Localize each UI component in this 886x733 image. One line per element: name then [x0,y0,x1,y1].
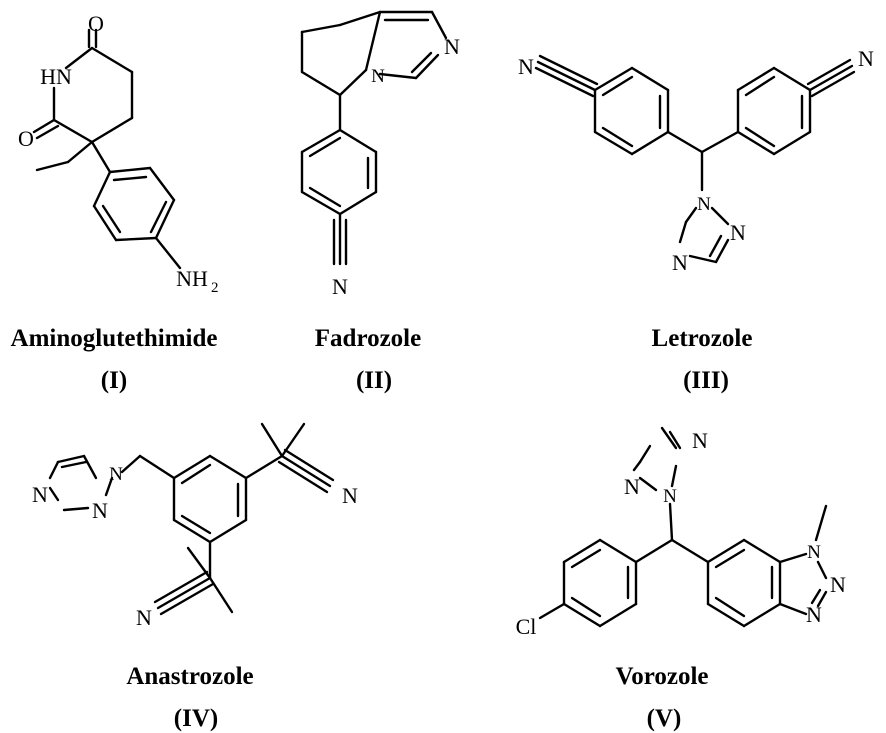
structure-vorozole: N N N N N N Cl [516,426,846,639]
compound-name-anastrozole: Anastrozole [126,663,253,690]
atom-nitrogen: N [444,34,460,59]
atom-nh: NH [176,266,208,291]
structure-anastrozole: N N N N N [32,422,358,630]
atom-nitrogen: N [136,605,152,630]
atom-subscript: 2 [211,280,219,296]
atom-oxygen: O [88,11,104,36]
atom-nitrogen: N [730,220,746,245]
atom-nitrogen: N [109,464,123,485]
compound-label-vorozole: (V) [647,705,682,732]
atom-nitrogen: N [692,428,708,453]
atom-nitrogen: N [663,486,677,507]
compound-label-letrozole: (III) [683,367,729,394]
atom-nitrogen: N [672,250,688,275]
compound-label-aminoglutethimide: (I) [101,367,127,394]
compound-name-vorozole: Vorozole [615,663,708,690]
compound-name-letrozole: Letrozole [652,325,753,352]
atom-nitrogen: N [332,274,348,299]
atom-chlorine: Cl [516,614,537,639]
atom-nitrogen: N [371,66,385,87]
atom-nitrogen: N [518,54,534,79]
compound-name-fadrozole: Fadrozole [315,325,421,352]
structure-letrozole: N N N N N [518,46,874,275]
compound-label-fadrozole: (II) [356,367,392,394]
atom-hn: HN [40,64,72,89]
atom-nitrogen: N [32,482,48,507]
atom-nitrogen: N [624,474,640,499]
atom-nitrogen: N [806,602,822,627]
compound-label-anastrozole: (IV) [174,705,218,732]
compound-name-aminoglutethimide: Aminoglutethimide [11,325,218,352]
atom-nitrogen: N [830,572,846,597]
atom-nitrogen: N [858,46,874,71]
atom-nitrogen: N [92,498,108,523]
atom-nitrogen: N [342,483,358,508]
atom-nitrogen: N [697,194,711,215]
atom-nitrogen: N [807,542,821,563]
structure-aminoglutethimide: O HN O NH 2 [18,11,218,296]
atom-oxygen: O [18,126,34,151]
structure-fadrozole: N N N [300,10,460,299]
